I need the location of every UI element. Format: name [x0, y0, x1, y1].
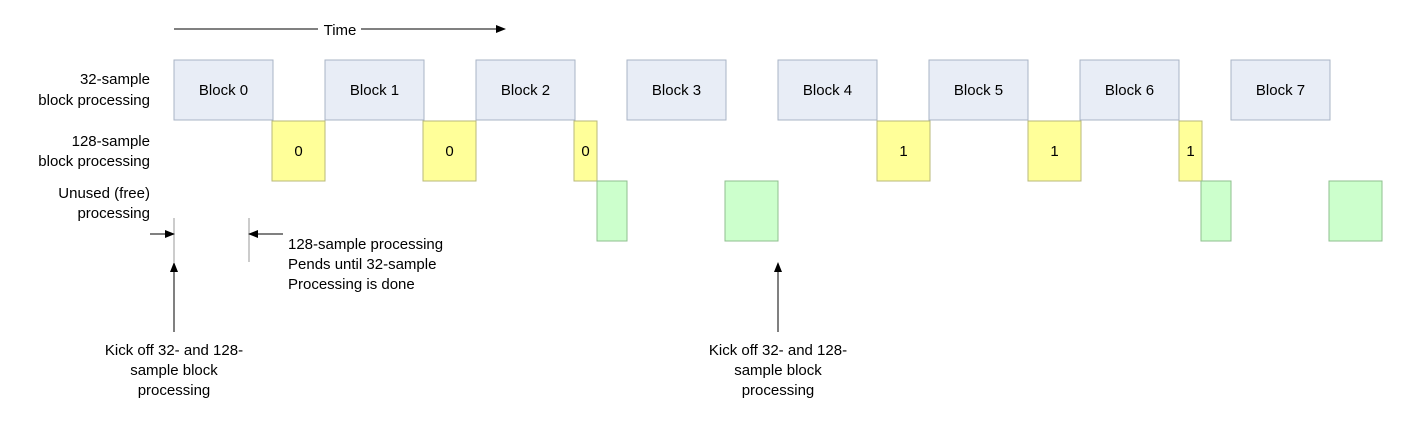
free-processing-row: [596, 180, 1383, 242]
time-axis: Time: [174, 22, 506, 39]
block128-0: 0: [271, 120, 326, 182]
row-label-128-line1: 128-sample: [72, 133, 150, 150]
block128-rect-2: [573, 120, 598, 182]
block32-label-1: Block 1: [350, 82, 399, 99]
free-block-0: [596, 180, 628, 242]
block32-label-2: Block 2: [501, 82, 550, 99]
block32-7: Block 7: [1230, 59, 1331, 121]
block32-5: Block 5: [928, 59, 1029, 121]
kickoff-2-line1: Kick off 32- and 128-: [709, 342, 847, 359]
free-block-1: [724, 180, 779, 242]
pend-note-line1: 128-sample processing: [288, 236, 443, 253]
kickoff-1-line3: processing: [138, 382, 211, 399]
block128-rect-0: [271, 120, 326, 182]
block32-rect-2: [475, 59, 576, 121]
free-block-3: [1328, 180, 1383, 242]
kickoff-1-line1: Kick off 32- and 128-: [105, 342, 243, 359]
block128-rect-3: [876, 120, 931, 182]
kickoff-annotation-1: Kick off 32- and 128- sample block proce…: [105, 262, 243, 399]
block128-label-2: 0: [581, 143, 589, 160]
block32-1: Block 1: [324, 59, 425, 121]
block32-label-0: Block 0: [199, 82, 248, 99]
pend-indicator: 128-sample processing Pends until 32-sam…: [150, 218, 443, 293]
block128-label-4: 1: [1050, 143, 1058, 160]
block32-label-3: Block 3: [652, 82, 701, 99]
time-axis-label: Time: [324, 22, 357, 39]
free-block-rect-2: [1200, 180, 1232, 242]
pend-note-line3: Processing is done: [288, 276, 415, 293]
kickoff-2-line3: processing: [742, 382, 815, 399]
block128-rect-4: [1027, 120, 1082, 182]
row-labels: 32-sample block processing 128-sample bl…: [38, 71, 150, 222]
block32-0: Block 0: [173, 59, 274, 121]
block128-rect-1: [422, 120, 477, 182]
block32-rect-1: [324, 59, 425, 121]
block128-3: 1: [876, 120, 931, 182]
block32-rect-6: [1079, 59, 1180, 121]
block32-rect-7: [1230, 59, 1331, 121]
block32-rect-3: [626, 59, 727, 121]
free-block-rect-3: [1328, 180, 1383, 242]
block128-2: 0: [573, 120, 598, 182]
block32-4: Block 4: [777, 59, 878, 121]
block128-label-5: 1: [1186, 143, 1194, 160]
block32-6: Block 6: [1079, 59, 1180, 121]
kickoff-1-line2: sample block: [130, 362, 218, 379]
row-label-free-line2: processing: [77, 205, 150, 222]
block32-label-7: Block 7: [1256, 82, 1305, 99]
block32-rect-5: [928, 59, 1029, 121]
free-block-rect-1: [724, 180, 779, 242]
row-label-32-line1: 32-sample: [80, 71, 150, 88]
block32-rect-0: [173, 59, 274, 121]
block128-4: 1: [1027, 120, 1082, 182]
block128-label-0: 0: [294, 143, 302, 160]
block128-rect-5: [1178, 120, 1203, 182]
row-label-128-line2: block processing: [38, 153, 150, 170]
block32-row: Block 0 Block 1 Block 2 Block 3 Block 4 Block…: [173, 59, 1331, 121]
block32-2: Block 2: [475, 59, 576, 121]
block32-label-5: Block 5: [954, 82, 1003, 99]
free-block-2: [1200, 180, 1232, 242]
block32-rect-4: [777, 59, 878, 121]
block32-3: Block 3: [626, 59, 727, 121]
block128-label-3: 1: [899, 143, 907, 160]
row-label-32-line2: block processing: [38, 92, 150, 109]
pend-note-line2: Pends until 32-sample: [288, 256, 436, 273]
block32-label-6: Block 6: [1105, 82, 1154, 99]
block32-label-4: Block 4: [803, 82, 852, 99]
row-label-free-line1: Unused (free): [58, 185, 150, 202]
block128-label-1: 0: [445, 143, 453, 160]
kickoff-2-line2: sample block: [734, 362, 822, 379]
kickoff-annotation-2: Kick off 32- and 128- sample block proce…: [709, 262, 847, 399]
block128-1: 0: [422, 120, 477, 182]
block128-5: 1: [1178, 120, 1203, 182]
block128-row: 0 0 0 1 1 1: [271, 120, 1203, 182]
free-block-rect-0: [596, 180, 628, 242]
